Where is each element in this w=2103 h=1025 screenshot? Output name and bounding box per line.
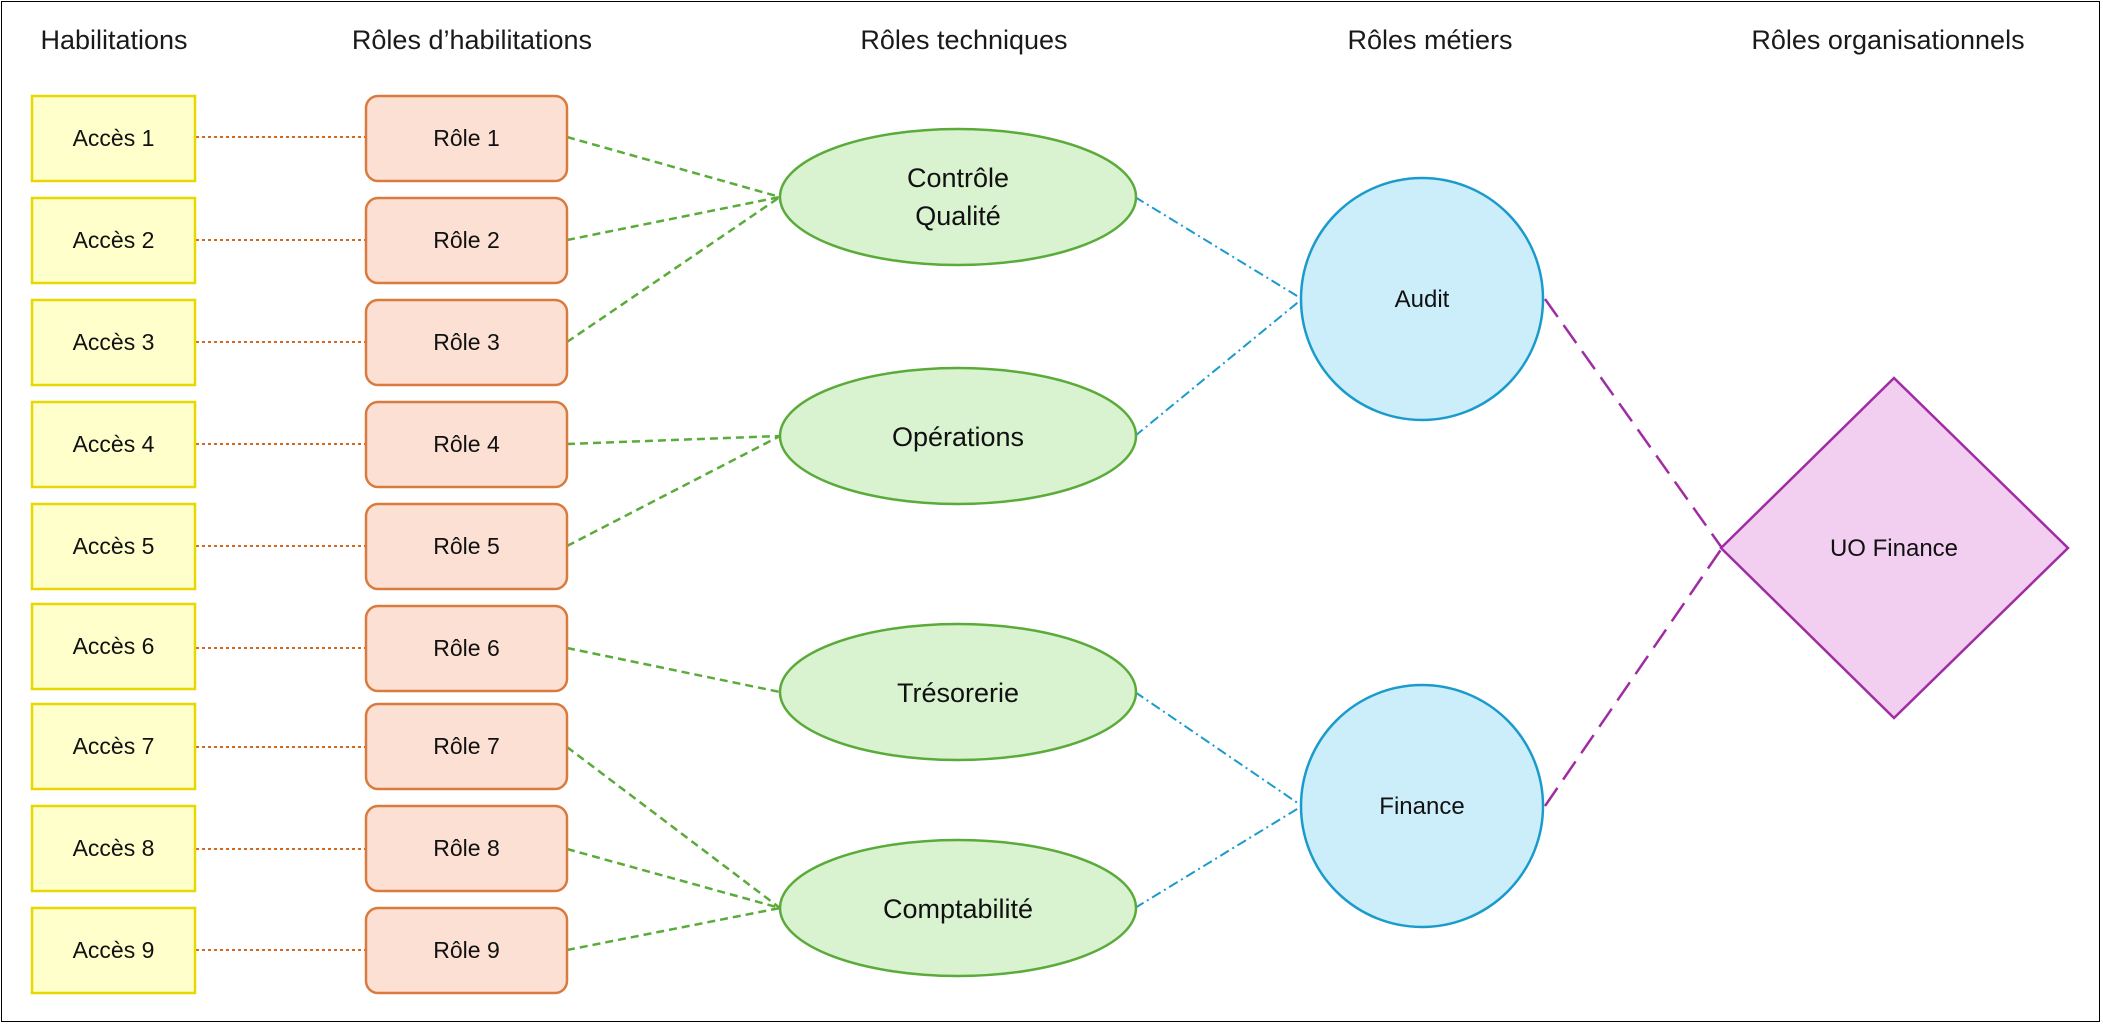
connectors-metier-uo [1543,298,1724,807]
acces-label: Accès 4 [73,431,155,457]
header-roles-habilitations: Rôles d’habilitations [352,25,592,55]
metiers-column: Audit Finance [1299,176,1545,929]
role-label: Rôle 8 [433,835,499,861]
connector-finance-uo [1543,547,1724,807]
role-box: Rôle 1 [364,94,569,183]
connector-role1-controle [566,135,781,199]
technique-controle-label-line2: Qualité [915,201,1001,231]
header-roles-organisationnels: Rôles organisationnels [1751,25,2024,55]
acces-label: Accès 8 [73,835,155,861]
connector-role7-comptabilite [566,746,781,909]
connector-role5-operations [566,434,781,548]
connectors-acces-role [196,136,366,951]
technique-controle-qualite: Contrôle Qualité [778,127,1138,267]
connector-operations-audit [1134,298,1303,437]
role-label: Rôle 4 [433,431,500,457]
acces-label: Accès 6 [73,633,155,659]
acces-box: Accès 7 [30,702,197,791]
role-box: Rôle 9 [364,906,569,995]
technique-tresorerie: Trésorerie [778,622,1138,762]
connector-role2-controle [566,195,781,242]
role-label: Rôle 5 [433,533,499,559]
role-box: Rôle 5 [364,502,569,591]
acces-box: Accès 3 [30,298,197,387]
role-label: Rôle 1 [433,125,499,151]
acces-label: Accès 9 [73,937,155,963]
connectors-role-technique [566,135,781,952]
role-label: Rôle 7 [433,733,499,759]
connector-role4-operations [566,434,781,446]
metier-finance: Finance [1299,683,1545,929]
role-box: Rôle 7 [364,702,569,791]
role-box: Rôle 4 [364,400,569,489]
technique-operations-label: Opérations [892,422,1024,452]
techniques-column: Contrôle Qualité Opérations Trésorerie C… [778,127,1138,978]
connector-role3-controle [566,195,781,344]
role-label: Rôle 9 [433,937,499,963]
acces-box: Accès 5 [30,502,197,591]
roles-column: Rôle 1 Rôle 2 Rôle 3 Rôle 4 Rôle 5 Rôle … [364,94,569,995]
metier-audit: Audit [1299,176,1545,422]
role-label: Rôle 2 [433,227,499,253]
role-box: Rôle 2 [364,196,569,285]
role-box: Rôle 6 [364,604,569,693]
header-roles-techniques: Rôles techniques [860,25,1067,55]
connector-role8-comptabilite [566,847,781,910]
acces-box: Accès 2 [30,196,197,285]
technique-operations: Opérations [778,366,1138,506]
role-label: Rôle 6 [433,635,499,661]
acces-label: Accès 7 [73,733,155,759]
acces-label: Accès 1 [73,125,155,151]
acces-column: Accès 1 Accès 2 Accès 3 Accès 4 Accès 5 … [30,94,197,995]
metier-audit-label: Audit [1395,286,1450,313]
role-label: Rôle 3 [433,329,499,355]
uo-finance-diamond: UO Finance [1719,376,2070,720]
connectors-technique-metier [1134,196,1303,909]
acces-box: Accès 9 [30,906,197,995]
acces-label: Accès 2 [73,227,155,253]
metier-finance-label: Finance [1379,793,1464,820]
connector-audit-uo [1543,298,1724,549]
header-habilitations: Habilitations [40,25,187,55]
uo-finance-label: UO Finance [1830,535,1958,562]
acces-box: Accès 1 [30,94,197,183]
acces-label: Accès 3 [73,329,155,355]
connector-tresorerie-finance [1134,691,1303,807]
technique-tresorerie-label: Trésorerie [897,678,1019,708]
connector-comptabilite-finance [1134,805,1303,909]
acces-box: Accès 6 [30,602,197,691]
acces-box: Accès 4 [30,400,197,489]
role-box: Rôle 8 [364,804,569,893]
connector-role9-comptabilite [566,906,781,952]
technique-comptabilite-label: Comptabilité [883,894,1033,924]
organisation-column: UO Finance [1719,376,2070,720]
acces-label: Accès 5 [73,533,155,559]
technique-controle-label-line1: Contrôle [907,163,1009,193]
connector-role6-tresorerie [566,646,781,694]
technique-comptabilite: Comptabilité [778,838,1138,978]
role-box: Rôle 3 [364,298,569,387]
acces-box: Accès 8 [30,804,197,893]
header-roles-metiers: Rôles métiers [1347,25,1512,55]
connector-controle-audit [1134,196,1303,300]
